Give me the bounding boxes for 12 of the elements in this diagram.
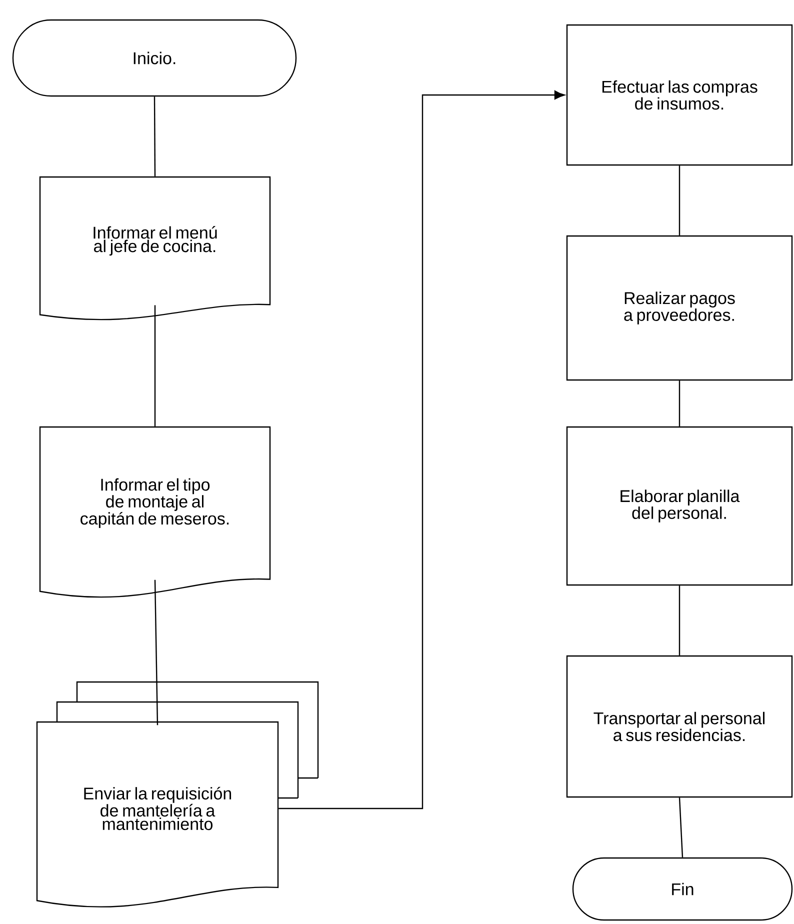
connector-line	[678, 798, 684, 858]
arrow	[278, 90, 565, 810]
process-box: Transportar al personal a sus residencias.	[566, 655, 793, 798]
connector-line	[678, 380, 680, 426]
connector-line	[678, 166, 680, 236]
process-box: Realizar pagos a proveedores.	[566, 235, 793, 381]
process-box: Efectuar las compras de insumos.	[566, 24, 793, 166]
process-box: Elaborar planilla del personal.	[566, 426, 793, 586]
connector-line	[154, 580, 158, 726]
connector-line	[154, 305, 156, 426]
connector-line	[678, 586, 680, 656]
connector-line	[154, 96, 156, 176]
